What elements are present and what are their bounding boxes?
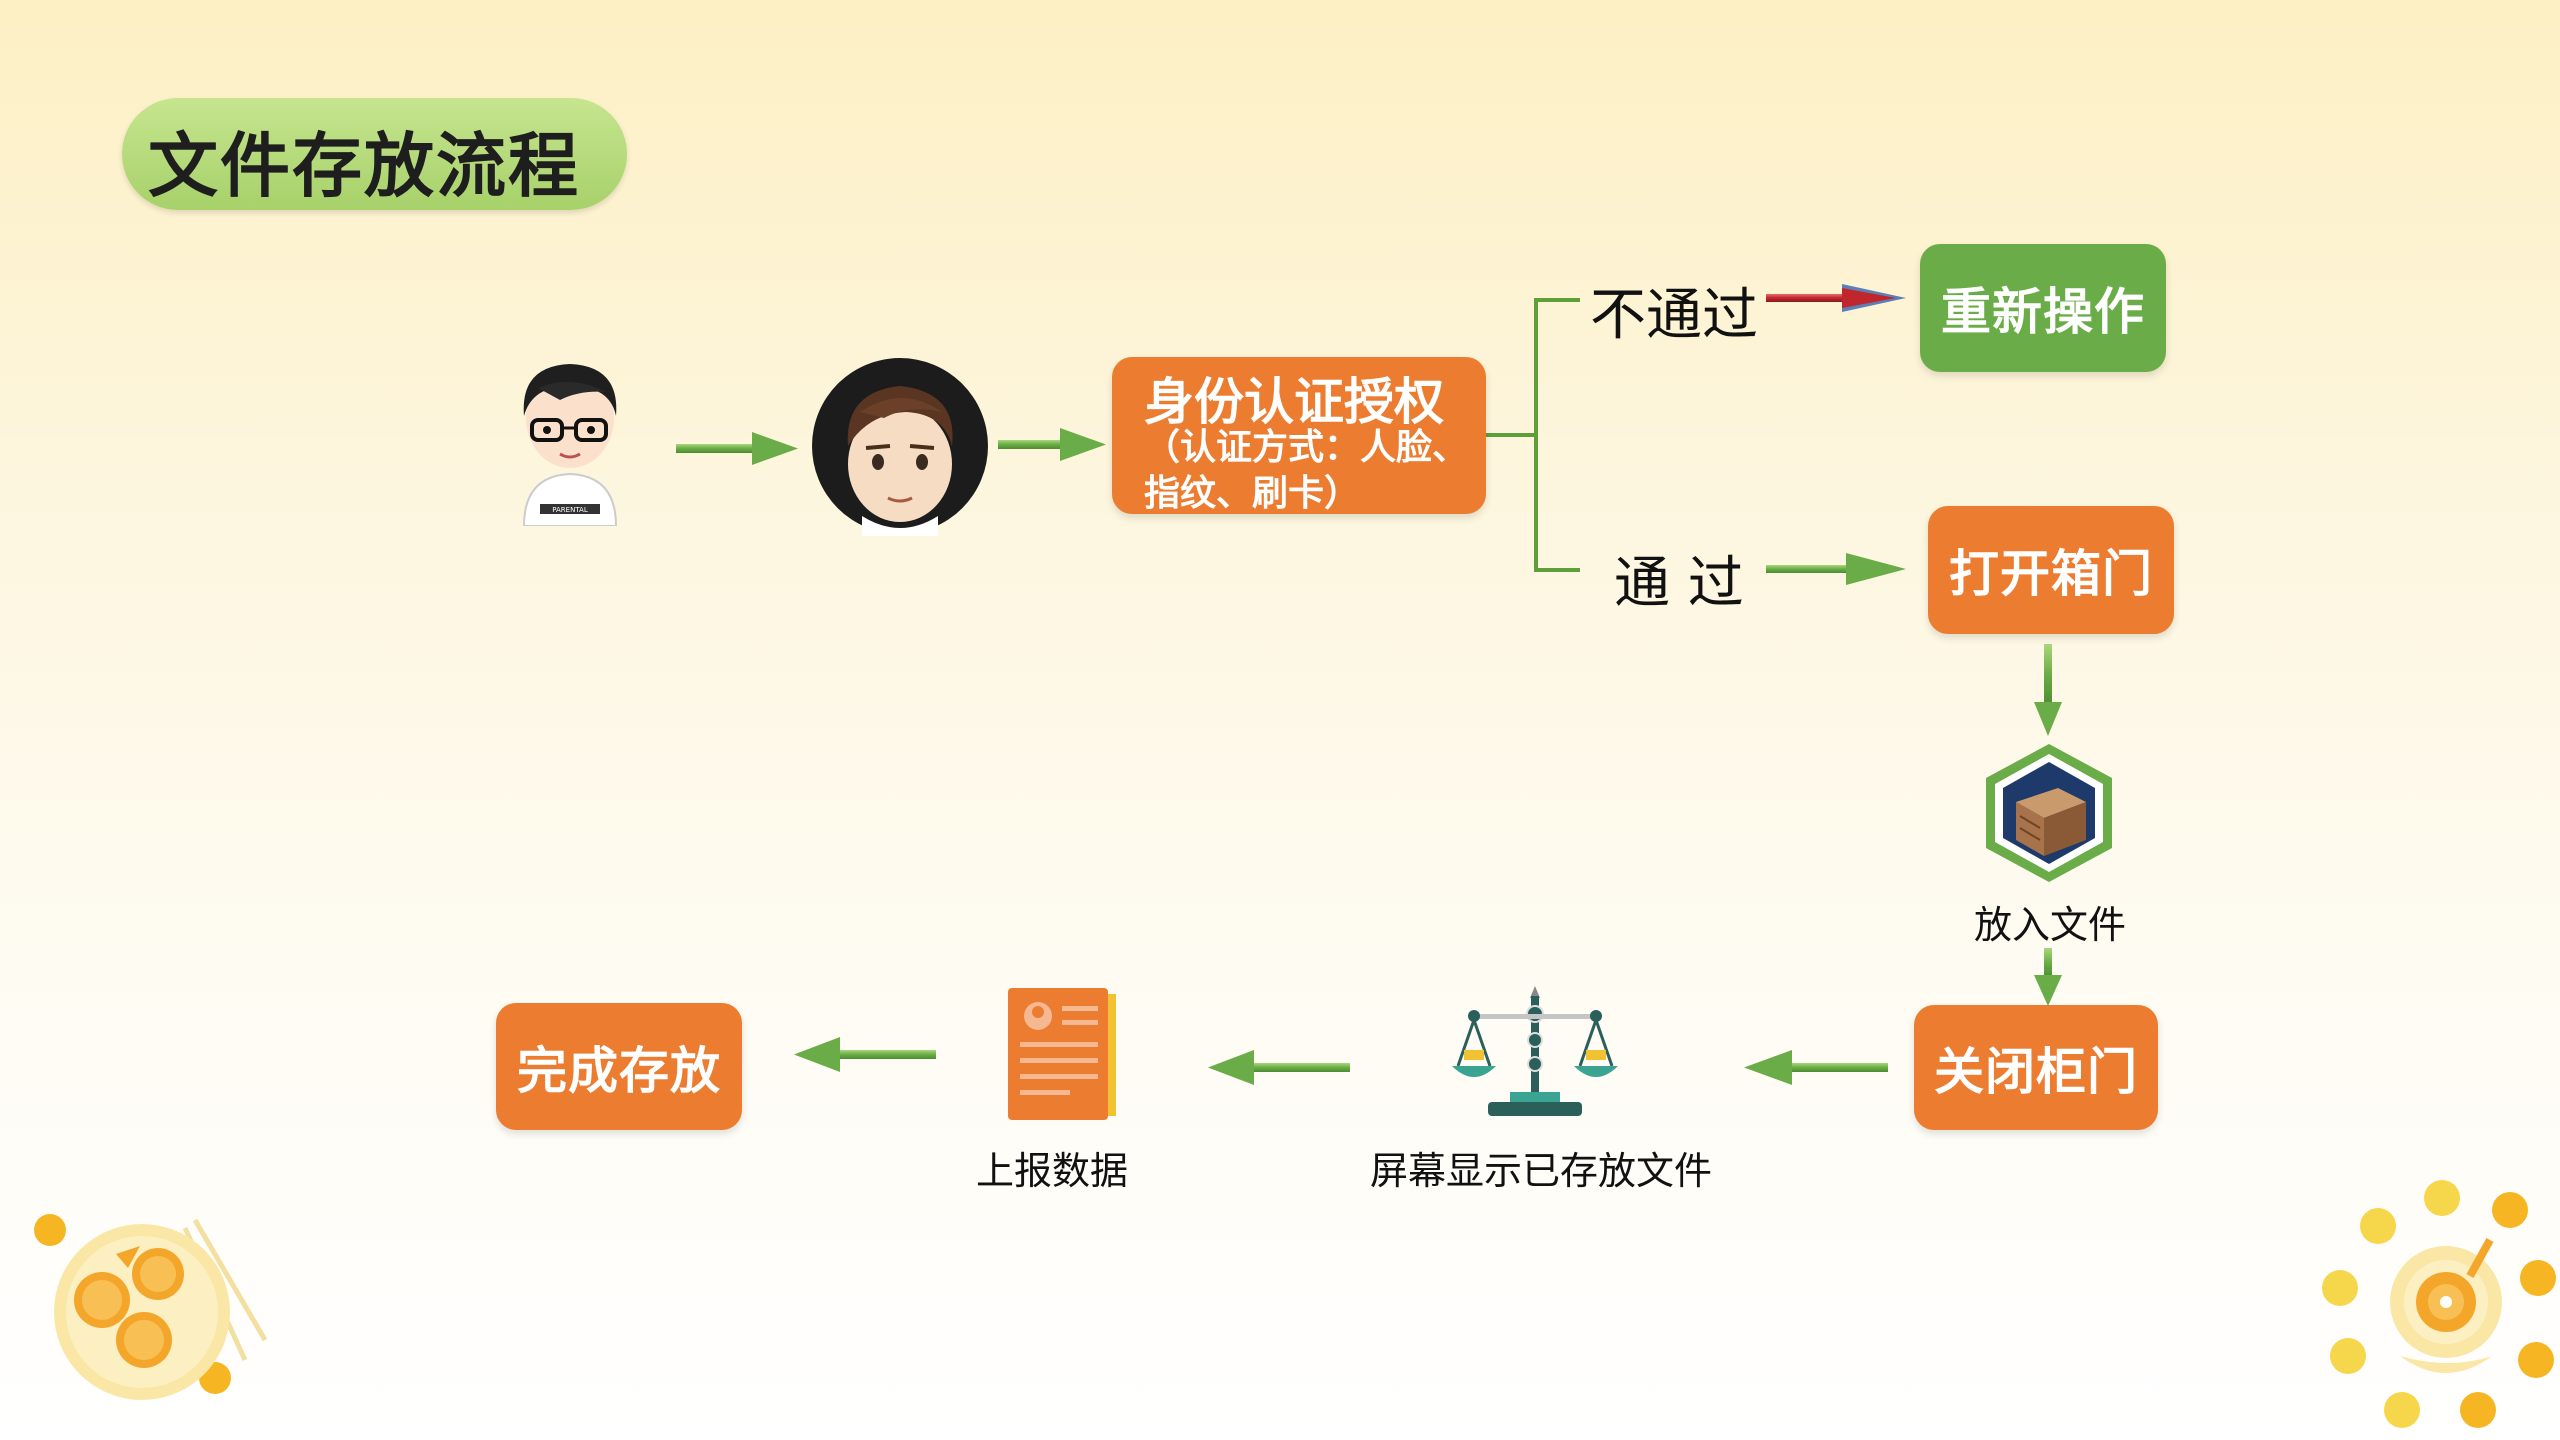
auth-methods-line2: 指纹、刷卡） [1144, 473, 1361, 514]
arrow-pass-to-open [1766, 553, 1906, 585]
arrow-person-to-avatar [676, 432, 798, 465]
report-document-icon [1008, 988, 1116, 1120]
auth-methods-line1: （认证方式：人脸、 [1144, 427, 1469, 468]
arrow-close-to-scale [1744, 1050, 1888, 1085]
retry-box: 重新操作 [1920, 244, 2166, 372]
scale-icon [1452, 986, 1618, 1116]
page-title: 文件存放流程 [148, 125, 580, 207]
face-scan-avatar-icon [812, 358, 988, 536]
teapot-decoration-icon [2322, 1180, 2556, 1428]
pass-label: 通 过 [1614, 551, 1744, 616]
fail-label: 不通过 [1590, 283, 1758, 348]
arrow-open-to-file [2034, 644, 2062, 736]
put-file-caption: 放入文件 [1974, 903, 2127, 947]
file-box-icon [1986, 744, 2112, 882]
complete-box: 完成存放 [496, 1003, 742, 1130]
mooncake-plate-decoration-icon [34, 1214, 268, 1400]
auth-title: 身份认证授权 [1144, 373, 1444, 431]
branch-connector [1486, 298, 1580, 572]
auth-box [1112, 357, 1486, 514]
title-pill [122, 98, 627, 210]
close-door-box: 关闭柜门 [1914, 1005, 2158, 1130]
arrow-avatar-to-auth [998, 428, 1106, 461]
screen-show-caption: 屏幕显示已存放文件 [1370, 1149, 1713, 1193]
arrow-file-to-close [2034, 948, 2062, 1006]
tshirt-text: PARENTAL [552, 506, 588, 514]
arrow-report-to-complete [794, 1037, 936, 1072]
open-door-box: 打开箱门 [1928, 506, 2174, 634]
report-caption: 上报数据 [976, 1149, 1129, 1193]
user-cartoon-icon: PARENTAL [522, 364, 618, 526]
arrow-scale-to-report [1208, 1050, 1350, 1085]
arrow-fail-to-retry [1766, 284, 1906, 312]
